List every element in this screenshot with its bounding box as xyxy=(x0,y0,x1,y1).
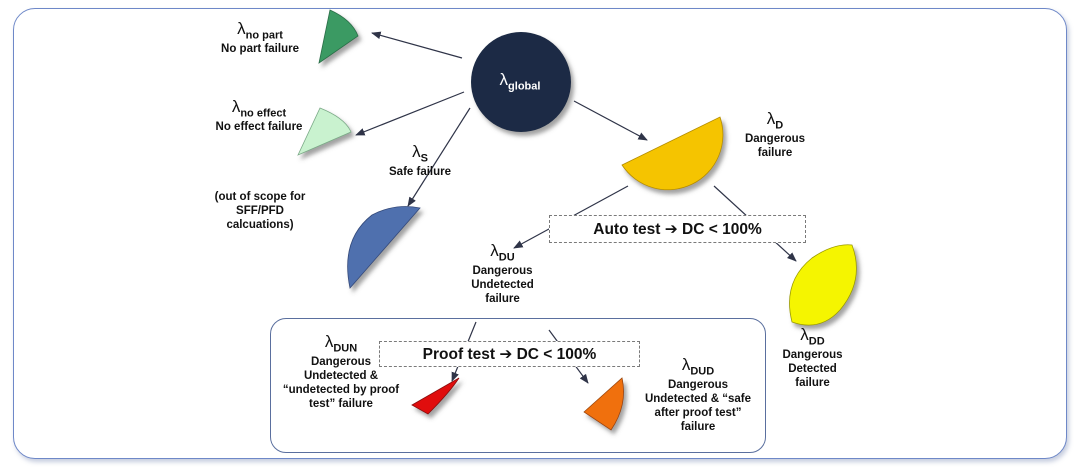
no-part-wedge xyxy=(318,9,359,64)
dd-subscript: DD xyxy=(808,335,825,348)
global-label: λglobal xyxy=(470,70,570,92)
scope-note: (out of scope for SFF/PFD calcuations) xyxy=(214,191,306,231)
du-desc: Dangerous Undetected failure xyxy=(471,265,534,306)
dangerous-wedge xyxy=(621,116,724,191)
dangerous-desc: Dangerous failure xyxy=(744,133,806,160)
proof-test-box: Proof test ➔ DC < 100% xyxy=(379,341,640,367)
dud-subscript: DUD xyxy=(690,365,715,378)
du-subscript: DU xyxy=(498,251,515,264)
dud-wedge xyxy=(583,377,624,431)
dd-label: λDD Dangerous Detected failure xyxy=(770,325,855,390)
no-effect-label: λno effect No effect failure xyxy=(215,97,303,134)
dun-subscript: DUN xyxy=(333,342,358,355)
safe-symbol: λ xyxy=(412,142,421,161)
auto-test-box: Auto test ➔ DC < 100% xyxy=(549,215,806,243)
dangerous-symbol: λ xyxy=(766,109,776,128)
safe-desc: Safe failure xyxy=(389,166,451,179)
dd-desc: Dangerous Detected failure xyxy=(782,349,843,390)
global-subscript: global xyxy=(508,80,541,93)
safe-label: λS Safe failure xyxy=(370,142,470,179)
no-effect-symbol: λ xyxy=(231,97,241,116)
no-part-symbol: λ xyxy=(237,19,246,38)
no-effect-wedge xyxy=(297,107,352,156)
global-symbol: λ xyxy=(499,70,509,89)
dangerous-subscript: D xyxy=(775,119,784,132)
dud-symbol: λ xyxy=(681,355,691,374)
dun-wedge xyxy=(411,377,460,415)
proof-test-group-box xyxy=(270,318,766,453)
arrow-global-to-safe xyxy=(407,107,471,207)
arrow-global-to-no-part xyxy=(371,31,463,59)
du-label: λDU Dangerous Undetected failure xyxy=(455,241,550,306)
arrow-global-to-no-effect xyxy=(355,91,465,136)
arrow-global-to-dangerous xyxy=(573,100,648,141)
dud-label: λDUD Dangerous Undetected & “safe after … xyxy=(640,355,756,434)
dd-symbol: λ xyxy=(800,325,809,344)
no-part-desc: No part failure xyxy=(221,43,299,56)
no-part-subscript: no part xyxy=(245,29,283,42)
safe-subscript: S xyxy=(420,152,428,165)
dangerous-label: λD Dangerous failure xyxy=(730,109,820,160)
no-effect-subscript: no effect xyxy=(240,107,287,120)
dud-desc: Dangerous Undetected & “safe after proof… xyxy=(644,379,752,434)
global-failure-circle xyxy=(471,32,571,132)
no-part-label: λno part No part failure xyxy=(200,19,320,56)
no-effect-desc: No effect failure xyxy=(215,121,303,134)
dd-wedge xyxy=(789,244,857,326)
safe-wedge xyxy=(347,206,421,289)
du-symbol: λ xyxy=(490,241,499,260)
dun-desc: Dangerous Undetected & “undetected by pr… xyxy=(282,356,400,411)
dun-label: λDUN Dangerous Undetected & “undetected … xyxy=(282,332,400,411)
dun-symbol: λ xyxy=(324,332,334,351)
